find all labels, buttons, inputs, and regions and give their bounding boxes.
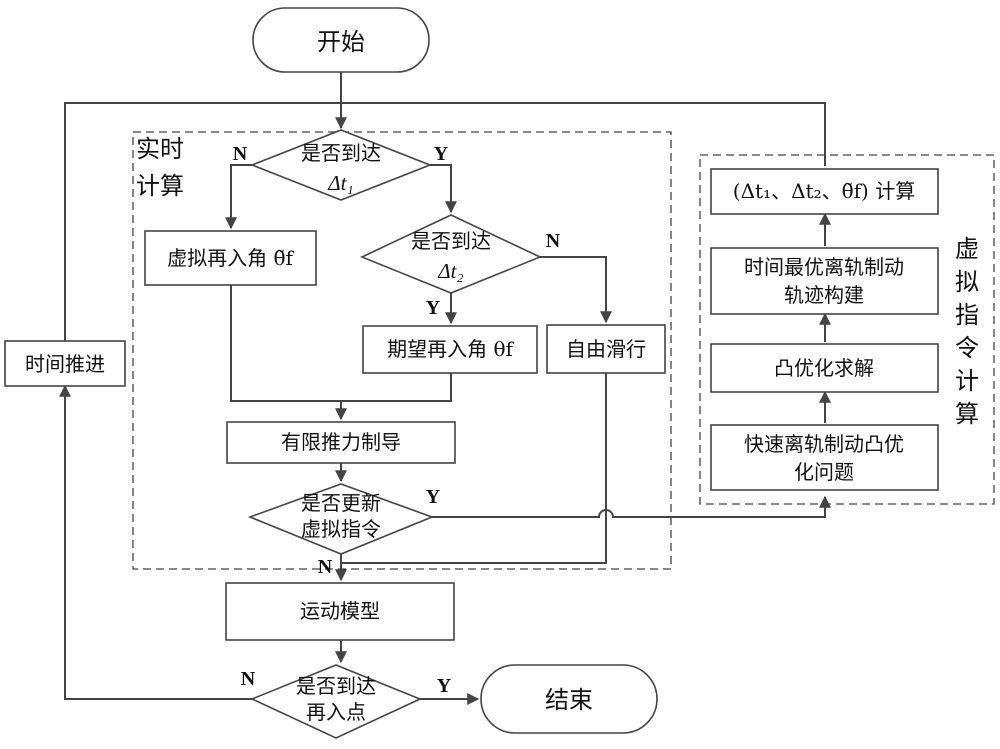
dt1-no-label: N bbox=[233, 143, 248, 165]
reach-point-line2: 再入点 bbox=[306, 700, 366, 724]
virtual-label-char-6: 算 bbox=[955, 400, 979, 428]
time-advance-box: 时间推进 bbox=[4, 340, 126, 387]
update-yes-label: Y bbox=[426, 486, 441, 508]
update-cmd-line2: 虚拟指令 bbox=[301, 517, 381, 541]
update-no-label: N bbox=[318, 556, 333, 578]
finite-thrust-label: 有限推力制导 bbox=[281, 430, 401, 454]
traj-build-box: 时间最优离轨制动 轨迹构建 bbox=[710, 247, 939, 315]
update-cmd-decision: 是否更新 虚拟指令 bbox=[247, 483, 435, 555]
realtime-group-box bbox=[132, 131, 672, 570]
free-glide-box: 自由滑行 bbox=[546, 324, 666, 374]
reach-point-line1: 是否到达 bbox=[296, 674, 376, 698]
free-glide-label: 自由滑行 bbox=[566, 337, 646, 361]
convex-problem-box: 快速离轨制动凸优 化问题 bbox=[710, 424, 939, 491]
virtual-group-box bbox=[699, 154, 995, 505]
reach-dt2-line1: 是否到达 bbox=[411, 229, 491, 253]
traj-build-line1: 时间最优离轨制动 bbox=[744, 255, 904, 279]
desired-angle-label: 期望再入角 θf bbox=[387, 337, 514, 361]
virtual-label-char-2: 拟 bbox=[955, 268, 979, 296]
dt2-yes-label: Y bbox=[426, 297, 441, 319]
realtime-label-line1: 实时 bbox=[136, 135, 184, 163]
virtual-label-char-1: 虚 bbox=[955, 235, 979, 263]
convex-solve-box: 凸优化求解 bbox=[710, 343, 939, 393]
virtual-angle-box: 虚拟再入角 θ̃f bbox=[144, 230, 317, 286]
realtime-label-line2: 计算 bbox=[136, 172, 184, 200]
dt2-no-label: N bbox=[546, 230, 561, 252]
calc-params-box: (Δt₁、Δt₂、θ̃f) 计算 bbox=[710, 168, 939, 215]
dt1-yes-label: Y bbox=[434, 143, 449, 165]
reach-dt2-decision: 是否到达 Δt₂ bbox=[360, 214, 542, 294]
connectors bbox=[59, 72, 831, 705]
end-node: 结束 bbox=[480, 664, 658, 734]
desired-angle-box: 期望再入角 θf bbox=[362, 325, 538, 374]
reach-dt1-decision: 是否到达 Δt₁ bbox=[249, 129, 433, 201]
convex-solve-label: 凸优化求解 bbox=[774, 356, 874, 380]
motion-model-label: 运动模型 bbox=[300, 599, 380, 623]
reach-dt2-line2: Δt₂ bbox=[437, 259, 463, 283]
virtual-label-char-5: 计 bbox=[955, 367, 979, 395]
end-label: 结束 bbox=[545, 686, 593, 714]
reach-dt1-line1: 是否到达 bbox=[301, 141, 381, 165]
start-label: 开始 bbox=[317, 28, 365, 56]
point-yes-label: Y bbox=[437, 675, 452, 697]
time-advance-label: 时间推进 bbox=[25, 352, 105, 376]
convex-problem-line2: 化问题 bbox=[794, 460, 854, 484]
start-node: 开始 bbox=[252, 7, 430, 73]
convex-problem-line1: 快速离轨制动凸优 bbox=[744, 432, 904, 456]
virtual-label-char-4: 令 bbox=[955, 334, 979, 362]
virtual-angle-label: 虚拟再入角 θ̃f bbox=[167, 246, 294, 270]
reach-point-decision: 是否到达 再入点 bbox=[249, 664, 423, 739]
finite-thrust-box: 有限推力制导 bbox=[226, 421, 456, 464]
update-cmd-line1: 是否更新 bbox=[301, 491, 381, 515]
motion-model-box: 运动模型 bbox=[225, 582, 455, 641]
reach-dt1-line2: Δt₁ bbox=[327, 171, 353, 195]
calc-params-label: (Δt₁、Δt₂、θ̃f) 计算 bbox=[733, 179, 915, 203]
traj-build-line2: 轨迹构建 bbox=[784, 283, 864, 307]
virtual-label-char-3: 指 bbox=[955, 301, 979, 329]
point-no-label: N bbox=[241, 668, 256, 690]
